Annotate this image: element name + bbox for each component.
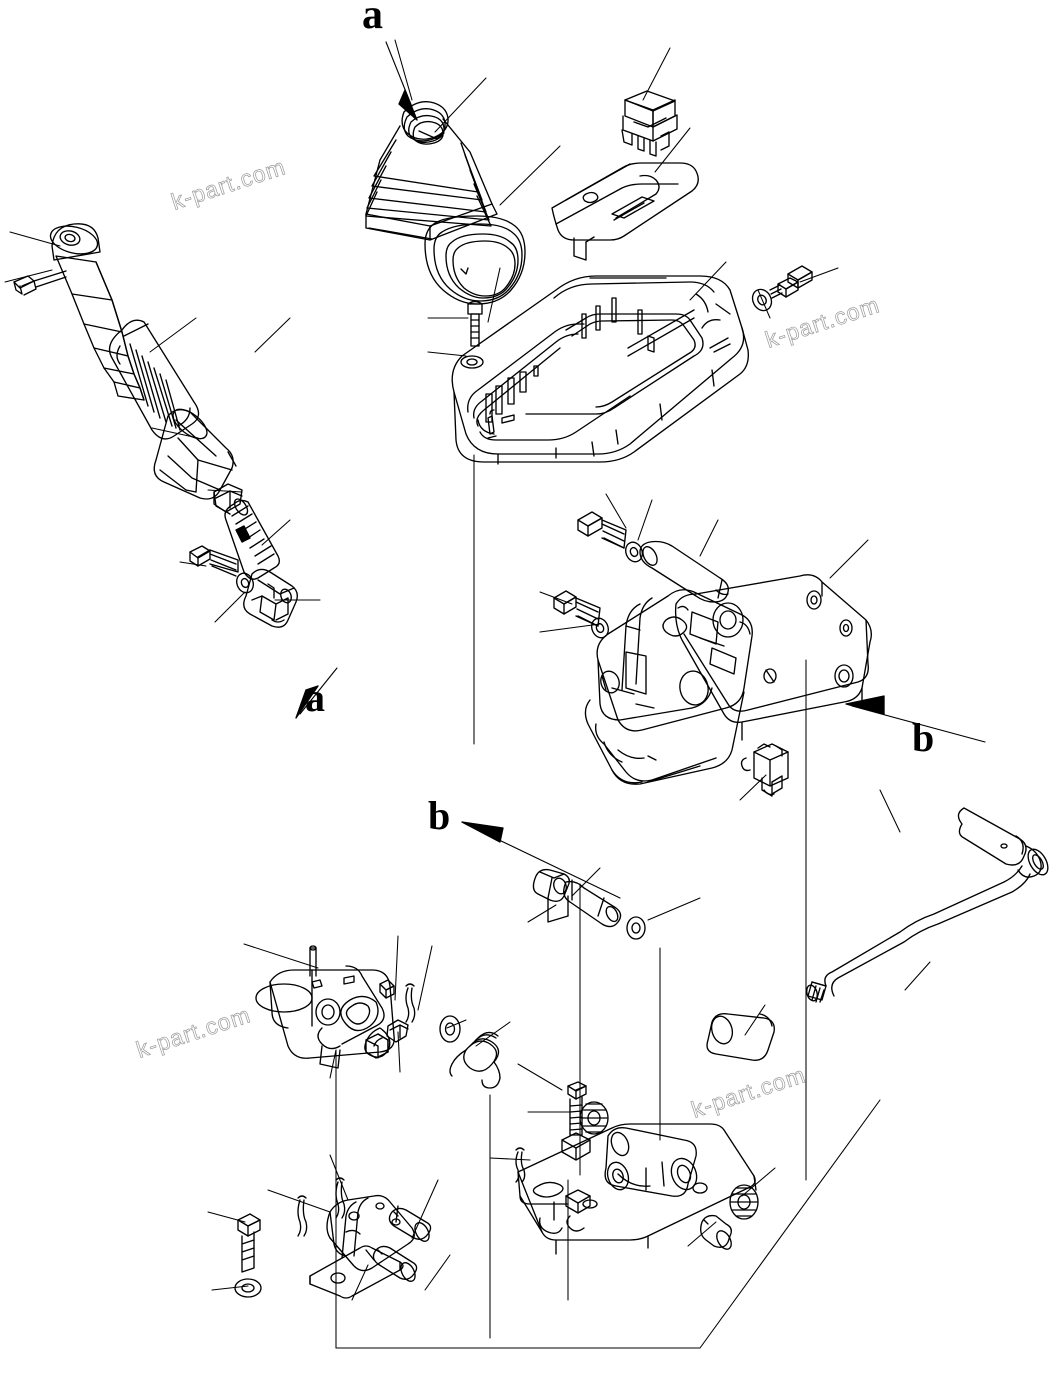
cotter-pin-a: [297, 1195, 308, 1237]
base-plate: [517, 1123, 757, 1255]
shift-boot-bellows: [365, 101, 498, 241]
return-spring: [449, 1031, 501, 1089]
callout-a-left: a: [305, 675, 325, 720]
rocker-switch: [621, 90, 678, 157]
bolt-bracket: [237, 1213, 261, 1273]
cotter-pin-b: [335, 1177, 346, 1219]
spacer-tube: [706, 1013, 775, 1061]
callout-b-right: b: [912, 715, 935, 760]
clevis-pin: [700, 1214, 732, 1250]
pivot-lever-bracket: [255, 945, 395, 1069]
bolt-base: [567, 1081, 587, 1136]
callout-a-top: a: [362, 0, 383, 38]
bent-control-rod: [806, 865, 1031, 1003]
pin-bracket-lower: [372, 1245, 418, 1282]
threaded-rod: [224, 498, 280, 580]
lever-knob-cap: [49, 223, 145, 401]
main-frame-body: [584, 574, 872, 785]
lever-grip: [108, 319, 200, 440]
knurled-bushing-left: [579, 1101, 609, 1135]
callout-b-left: b: [428, 793, 451, 838]
boot-retainer-frame: [424, 215, 526, 305]
screw-knob: [13, 270, 67, 296]
leader-lines: [4, 39, 931, 1301]
washer-console-left: [460, 355, 484, 369]
washer-bracket: [234, 1278, 262, 1298]
nut-base-lower: [565, 1189, 591, 1214]
bolt-console-left: [467, 300, 483, 347]
nut-base-upper: [561, 1132, 591, 1161]
pin-bracket-upper: [388, 1207, 432, 1242]
console-cover-body: [451, 275, 749, 465]
link-rod-end-joint: [532, 868, 622, 928]
switch-cover-panel: [551, 162, 699, 261]
cotter-pin-base: [515, 1147, 526, 1183]
washer-link: [626, 916, 646, 940]
lever-joint-yoke: [243, 568, 298, 628]
cotter-pin-upper: [405, 983, 416, 1023]
washer-lever: [236, 572, 254, 594]
washer-frame-lower: [591, 617, 609, 639]
bolt-lever: [189, 545, 239, 577]
knurled-bushing-right: [729, 1184, 759, 1220]
pivot-shaft: [639, 540, 729, 603]
rod-grip-sleeve: [957, 807, 1049, 878]
bolt-console-right: [769, 265, 813, 299]
washer-console-right: [751, 288, 773, 312]
projection-lines: [335, 454, 881, 1349]
roller-tube: [604, 1127, 698, 1197]
washer-lever-pivot: [439, 1015, 461, 1043]
solenoid-switch: [740, 743, 789, 797]
nut-lever-a: [386, 1019, 409, 1043]
callout-arrows: [295, 41, 986, 899]
washer-frame-upper: [625, 541, 643, 563]
lever-boot-base: [153, 408, 237, 500]
bolt-frame-lower: [553, 590, 601, 627]
bolt-frame-upper: [577, 511, 627, 549]
nut-lever-b: [365, 1033, 389, 1059]
